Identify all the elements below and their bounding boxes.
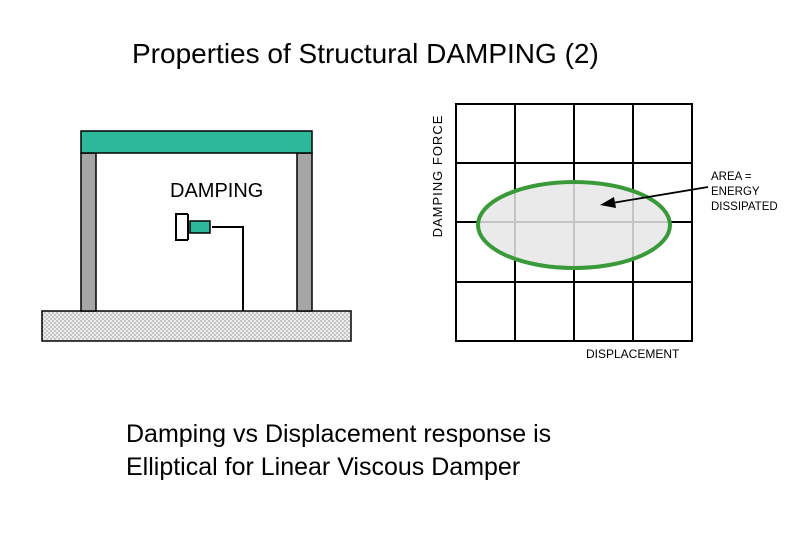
right-column — [296, 152, 313, 312]
hysteresis-ellipse — [476, 180, 672, 270]
y-axis-label: DAMPING FORCE — [430, 114, 445, 238]
annotation-line: ENERGY — [711, 186, 760, 198]
area-arrow — [600, 186, 709, 208]
ground-slab — [41, 310, 352, 342]
damping-label: DAMPING — [170, 180, 264, 202]
caption-line: Damping vs Displacement response is — [126, 420, 552, 448]
caption: Damping vs Displacement response is Elli… — [126, 418, 551, 484]
area-annotation: AREA = ENERGY DISSIPATED — [711, 170, 778, 215]
annotation-line: AREA = — [711, 171, 752, 183]
slide-title: Properties of Structural DAMPING (2) — [132, 38, 599, 69]
caption-line: Elliptical for Linear Viscous Damper — [126, 453, 521, 481]
damper-brace — [212, 226, 244, 311]
roof-beam — [80, 130, 313, 154]
x-axis-label: DISPLACEMENT — [586, 347, 680, 361]
left-column — [80, 152, 97, 312]
damper-icon — [175, 213, 211, 241]
annotation-line: DISSIPATED — [711, 201, 778, 213]
